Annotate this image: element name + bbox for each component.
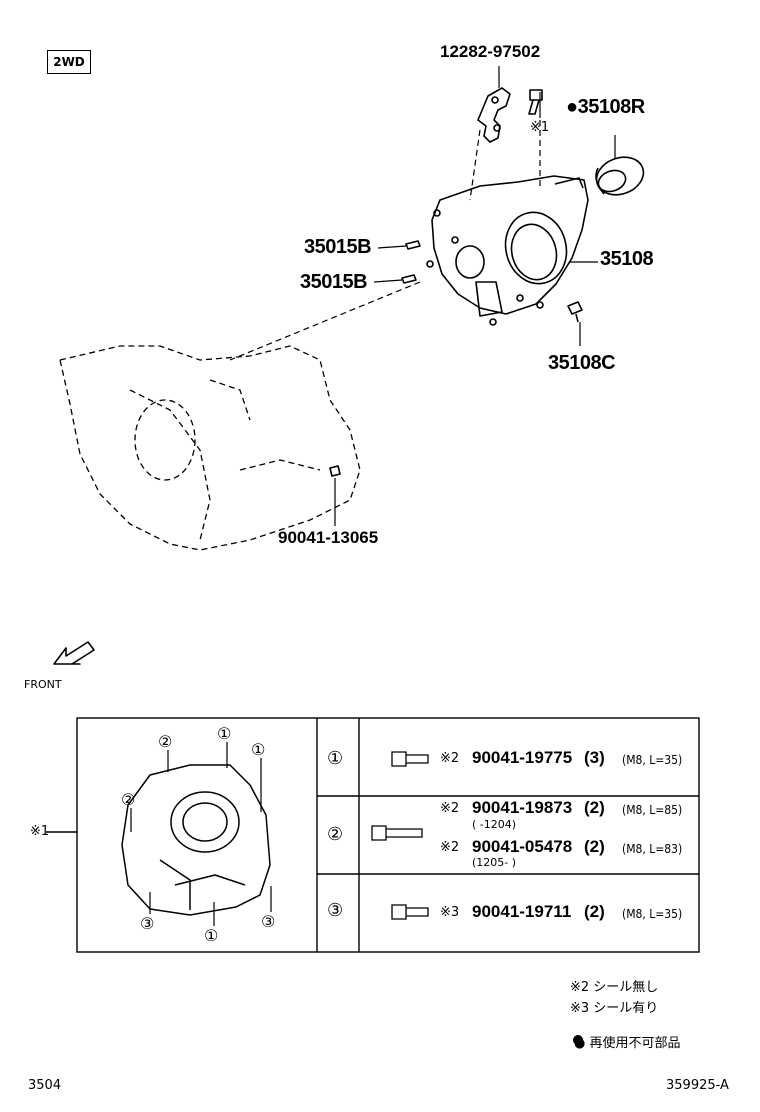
row-3-number: ③ — [327, 900, 344, 920]
callout-1-bottom: ① — [204, 928, 219, 945]
legend-seal-none: ※2 シール無し — [570, 980, 659, 995]
row-2-number: ② — [327, 824, 344, 844]
part-label-plug: 90041-13065 — [278, 528, 379, 547]
row-3-spec: (M8, L=35) — [622, 907, 683, 921]
inset-housing — [121, 764, 271, 916]
drive-badge: 2WD — [47, 50, 91, 74]
extension-housing-part — [426, 175, 589, 326]
footer-figure-id: 359925-A — [666, 1078, 729, 1093]
front-label: FRONT — [24, 678, 62, 691]
row-1-spec: (M8, L=35) — [622, 753, 683, 767]
oil-seal-part — [595, 156, 645, 196]
callout-1-top: ① — [217, 726, 232, 743]
transmission-case — [59, 345, 361, 551]
row-1-mark: ※2 — [440, 751, 460, 766]
part-label-bolt: 35108C — [548, 352, 616, 374]
callout-3-right: ③ — [261, 914, 276, 931]
row-2a-qty: (2) — [584, 798, 605, 817]
footer-page-code: 3504 — [28, 1078, 62, 1093]
part-note-1: ※1 — [530, 120, 550, 135]
row-1-number: ① — [327, 748, 344, 768]
bracket-part — [477, 87, 511, 143]
row-2b-spec: (M8, L=83) — [622, 842, 683, 856]
row-2a-spec: (M8, L=85) — [622, 803, 683, 817]
callout-2-left: ② — [121, 792, 136, 809]
row-3-qty: (2) — [584, 902, 605, 921]
row-3-part: 90041-19711 — [472, 902, 572, 921]
row-2b-mark: ※2 — [440, 840, 460, 855]
part-label-pin-2: 35015B — [300, 271, 368, 293]
row-1-qty: (3) — [584, 748, 605, 767]
row-2b-range: (1205- ) — [472, 856, 517, 869]
row-2a-mark: ※2 — [440, 801, 460, 816]
part-label-pin-1: 35015B — [304, 236, 372, 258]
bolt-35108c-part — [567, 301, 583, 323]
part-label-oil-seal: ●35108R — [566, 96, 645, 118]
bolt-part — [528, 89, 543, 115]
callout-1-right: ① — [251, 742, 266, 759]
row-1-part: 90041-19775 — [472, 748, 573, 767]
row-3-mark: ※3 — [440, 905, 460, 920]
legend-seal-with: ※3 シール有り — [570, 1001, 659, 1016]
legend-dot — [573, 1035, 583, 1045]
part-label-housing: 35108 — [600, 248, 654, 270]
pin-parts — [401, 240, 421, 284]
part-label-bracket: 12282-97502 — [440, 42, 541, 61]
row-2b-part: 90041-05478 — [472, 837, 573, 856]
row-2a-range: ( -1204) — [472, 818, 517, 831]
callout-3-left: ③ — [140, 916, 155, 933]
legend-non-reusable: ● 再使用不可部品 — [574, 1036, 681, 1051]
row-2b-qty: (2) — [584, 837, 605, 856]
front-arrow-shape — [53, 641, 95, 665]
callout-2-top: ② — [158, 734, 173, 751]
row-2a-part: 90041-19873 — [472, 798, 573, 817]
table-left-note: ※1 — [30, 824, 50, 839]
